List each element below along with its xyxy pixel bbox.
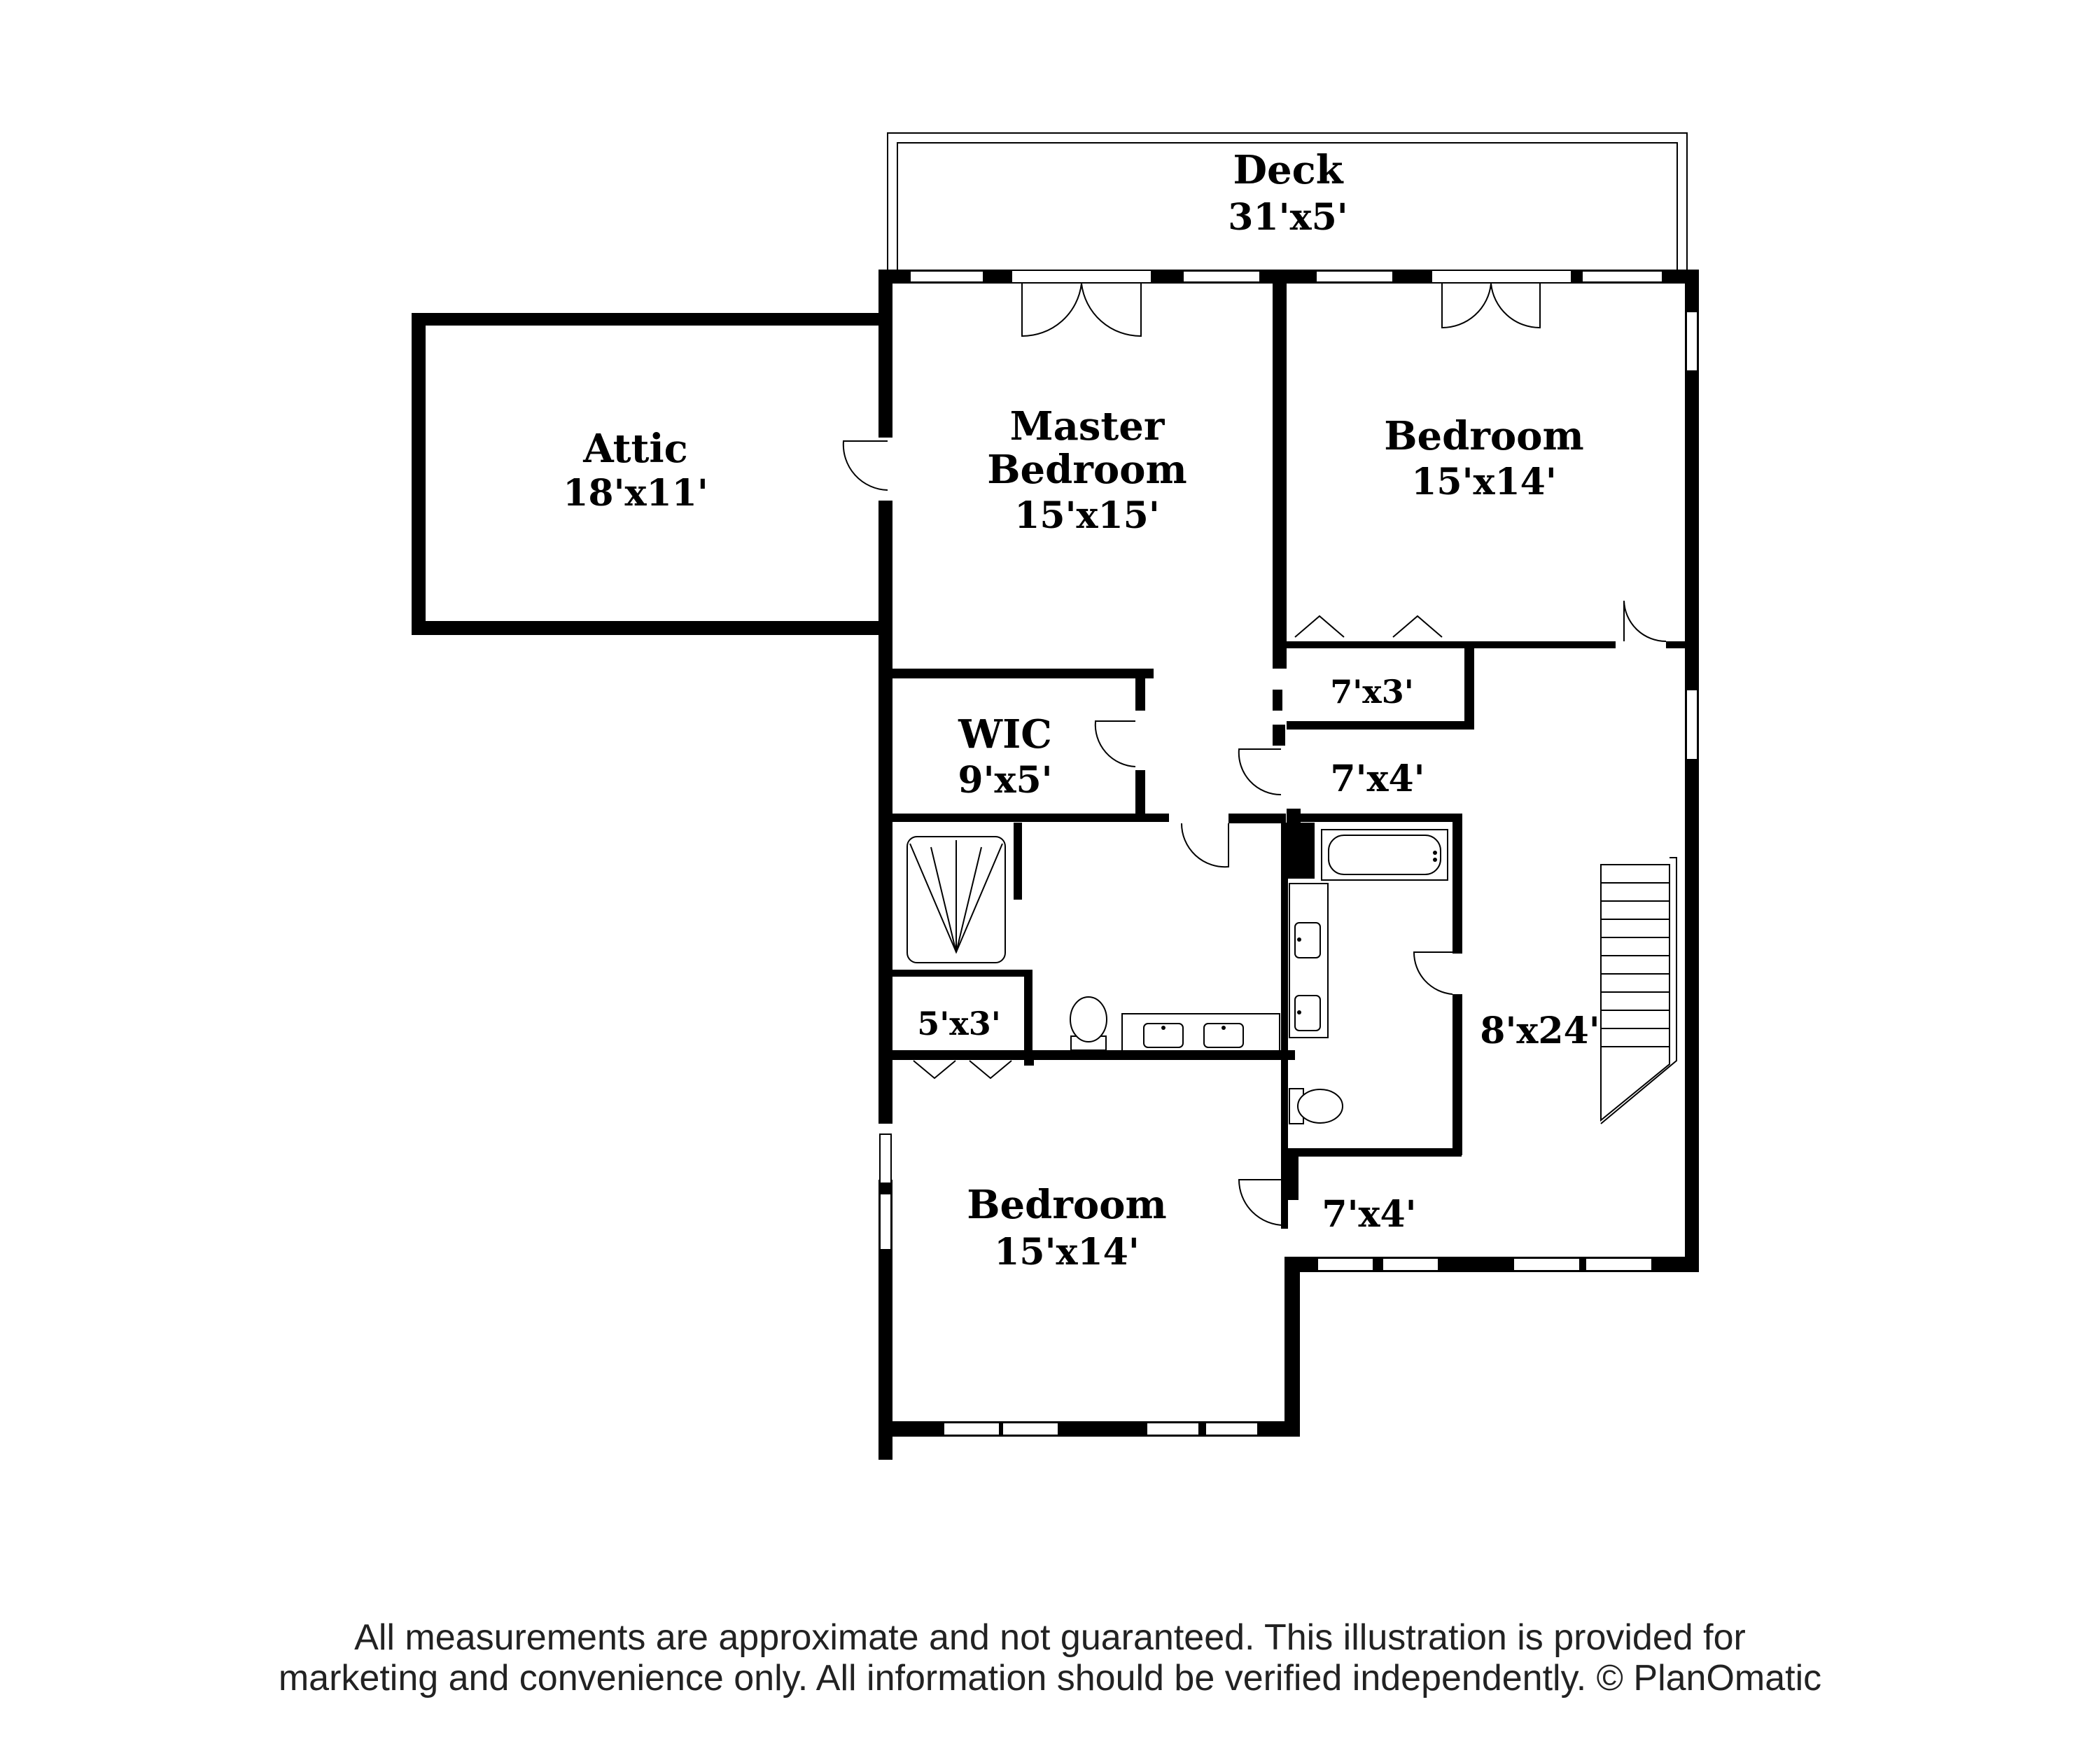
closet-bifold-doors-ne xyxy=(1294,615,1443,638)
windows-bottom xyxy=(943,1257,1653,1436)
french-doors-top xyxy=(1011,270,1572,337)
wic-dims: 9'x5' xyxy=(958,759,1052,802)
closet-sw-walls xyxy=(889,1050,1295,1066)
closet-sw-bifold xyxy=(913,1060,1012,1080)
hall-vanity xyxy=(1289,883,1329,1038)
bedroom-ne-door xyxy=(1623,600,1667,642)
attic-name: Attic xyxy=(582,426,688,472)
windows-left xyxy=(879,1133,892,1250)
master-name-line2: Bedroom xyxy=(987,447,1187,493)
hall-upper-dims: 7'x4' xyxy=(1330,758,1424,800)
bedroom-sw-dims: 15'x14' xyxy=(994,1231,1140,1274)
windows-top xyxy=(909,270,1663,283)
hall-toilet xyxy=(1289,1088,1343,1124)
attic-dims: 18'x11' xyxy=(563,472,708,515)
attic-door xyxy=(842,440,888,491)
stairs xyxy=(1600,857,1677,1124)
hallway-dims: 8'x24' xyxy=(1480,1010,1600,1052)
deck-name: Deck xyxy=(1233,147,1343,193)
deck-outline xyxy=(887,132,1688,273)
bedroom-sw-walls xyxy=(878,1054,892,1124)
master-toilet xyxy=(1070,996,1107,1051)
deck-dims: 31'x5' xyxy=(1228,196,1348,239)
closet-ne-dims: 7'x3' xyxy=(1330,673,1414,711)
disclaimer: All measurements are approximate and not… xyxy=(0,1617,2100,1698)
attic-walls xyxy=(412,313,892,635)
wic-name: WIC xyxy=(958,711,1052,758)
master-name-line1: Master xyxy=(1010,403,1166,449)
master-hall-door xyxy=(1238,748,1282,796)
closet-sw-dims: 5'x3' xyxy=(917,1005,1001,1042)
master-vanity xyxy=(1121,1013,1280,1052)
bathtub xyxy=(1321,829,1448,881)
master-bath-door xyxy=(1180,823,1229,868)
bedroom-ne-name: Bedroom xyxy=(1384,413,1584,459)
hall-lower-dims: 7'x4' xyxy=(1322,1193,1416,1236)
master-dims: 15'x15' xyxy=(1014,494,1160,537)
wic-door xyxy=(1094,720,1136,767)
hall-bath-door xyxy=(1413,951,1453,995)
disclaimer-line2: marketing and convenience only. All info… xyxy=(278,1658,1822,1698)
bedroom-ne-dims: 15'x14' xyxy=(1411,461,1557,503)
bedroom-sw-name: Bedroom xyxy=(967,1182,1167,1228)
bedroom-sw-door xyxy=(1238,1179,1285,1226)
windows-right xyxy=(1686,311,1698,760)
disclaimer-line1: All measurements are approximate and not… xyxy=(354,1617,1746,1658)
shower xyxy=(906,836,1006,963)
